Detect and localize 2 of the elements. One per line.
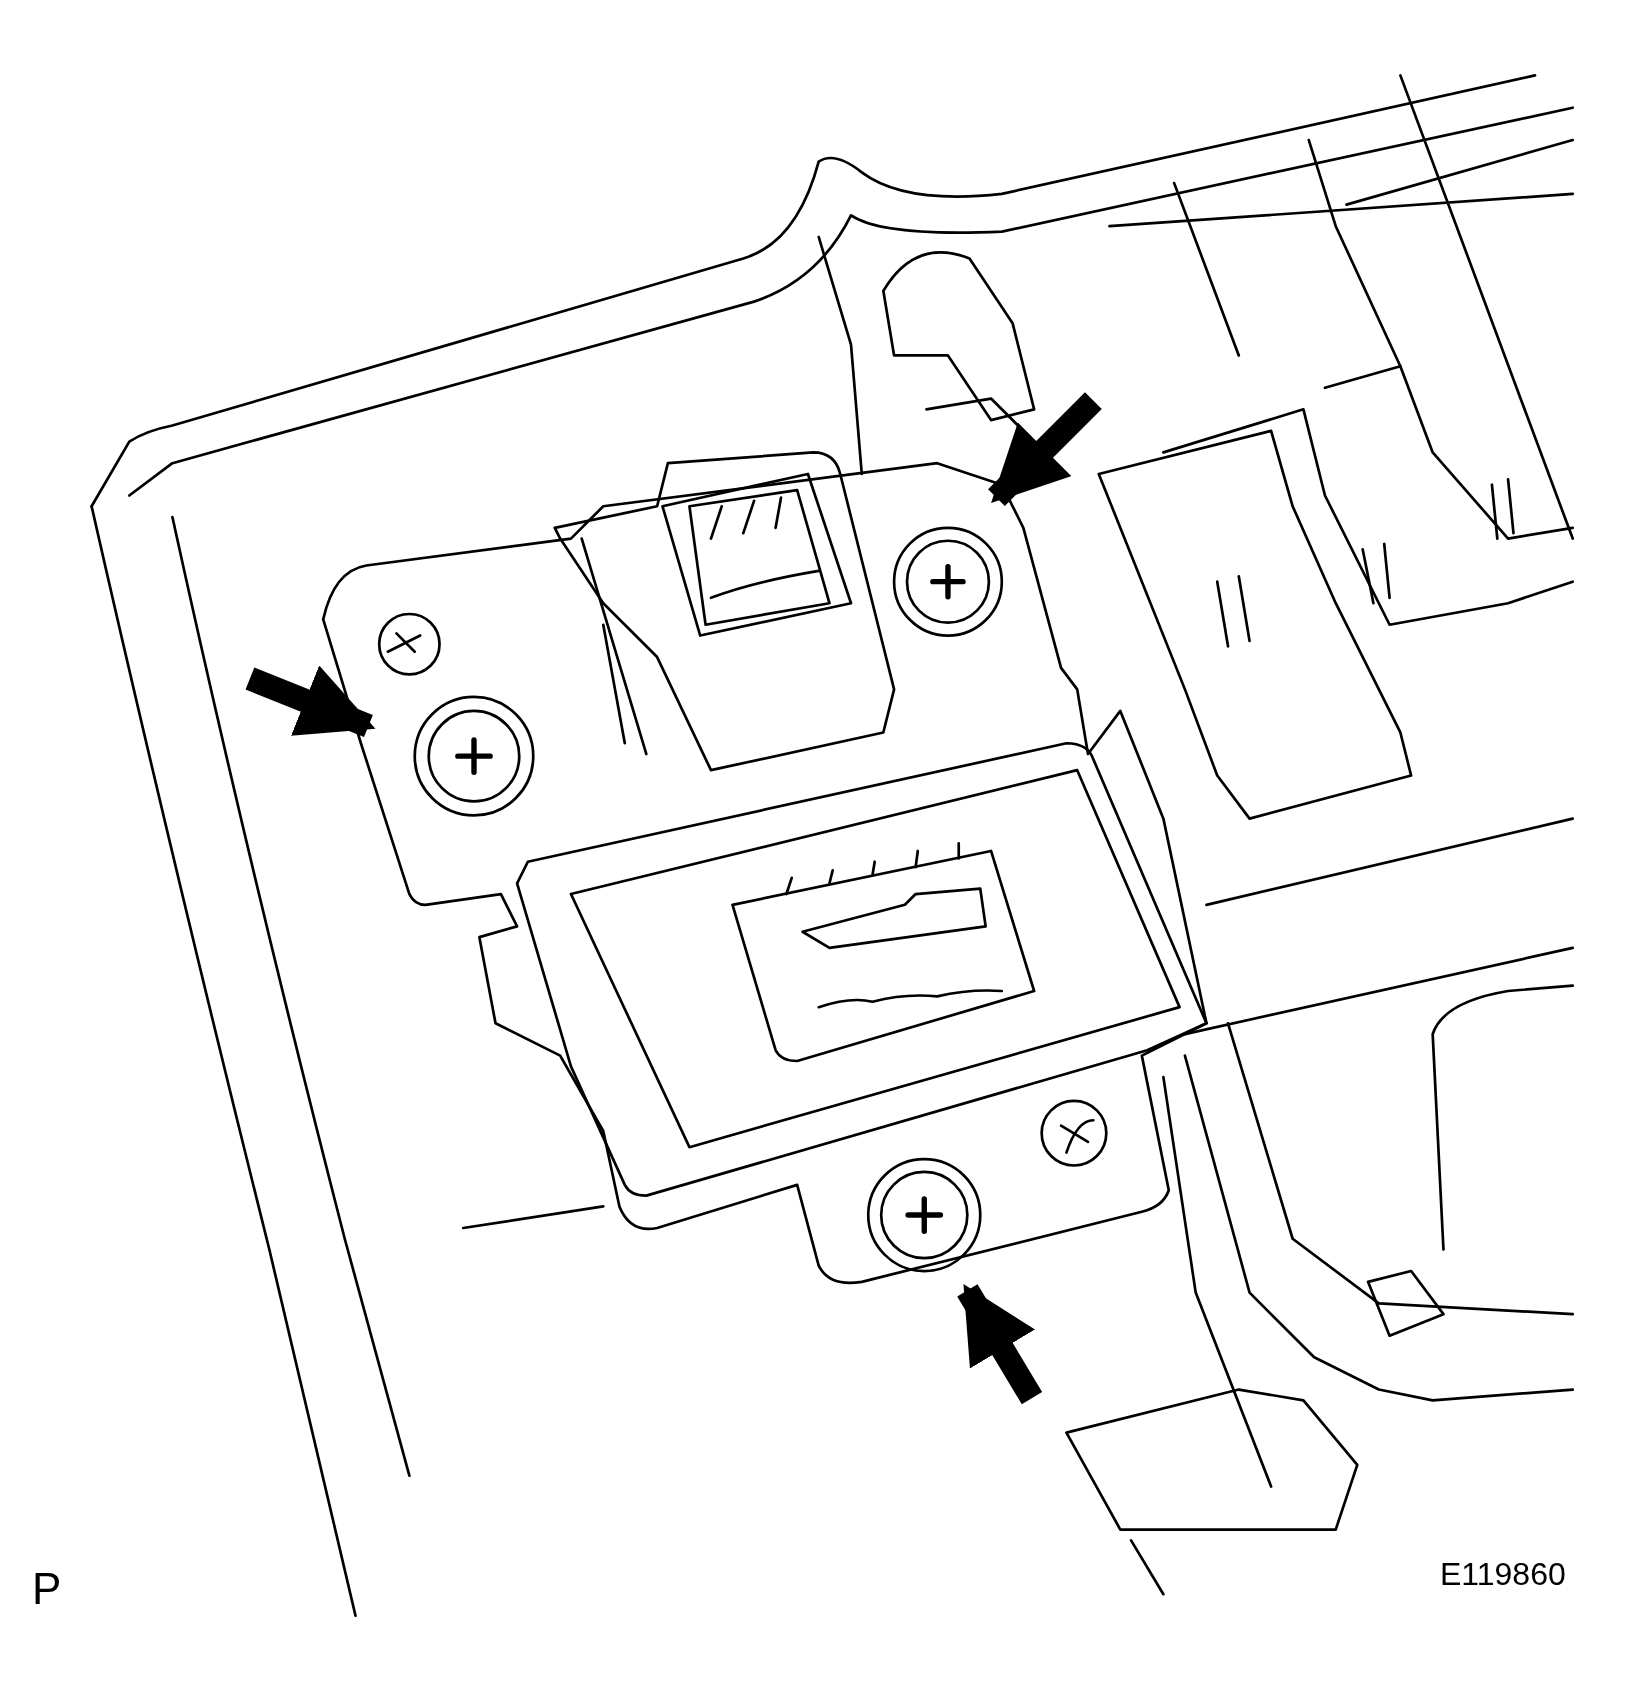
figure-code: E119860 xyxy=(1440,1558,1566,1590)
view-letter: P xyxy=(32,1567,62,1611)
